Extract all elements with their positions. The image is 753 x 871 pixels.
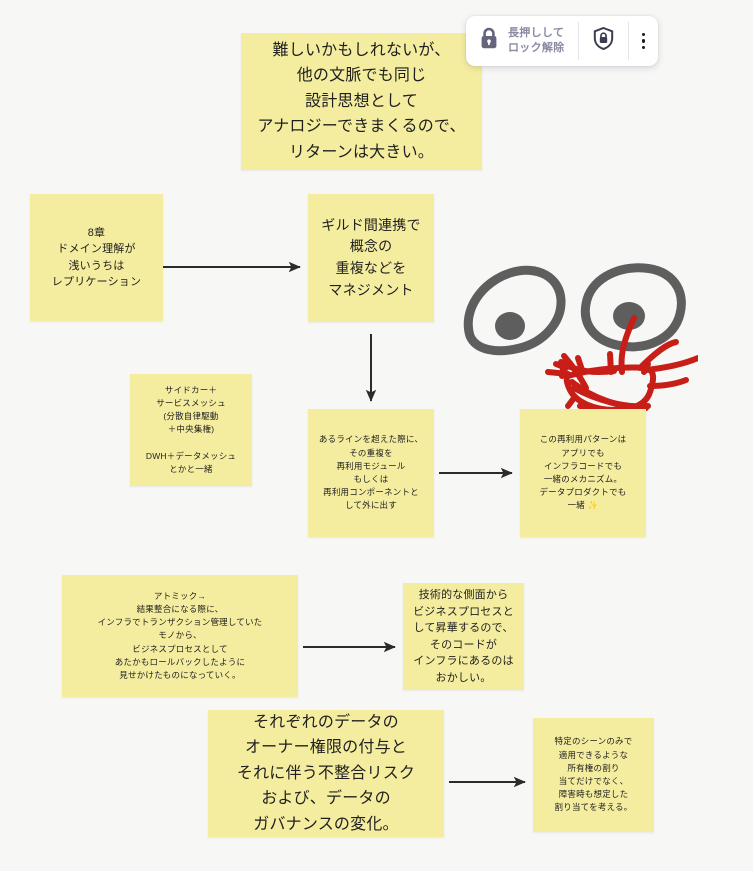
sticky-note-analogy[interactable]: 難しいかもしれないが、 他の文脈でも同じ 設計思想として アナロジーできまくるの… xyxy=(241,33,482,170)
right-pupil-icon xyxy=(613,302,645,330)
floating-toolbar: 長押しして ロック解除 xyxy=(466,16,658,66)
sticky-note-reuse-pattern[interactable]: この再利用パターンは アプリでも インフラコードでも 一緒のメカニズム。 データ… xyxy=(520,409,646,537)
sticky-note-sidecar[interactable]: サイドカー＋ サービスメッシュ (分散自律駆動 ＋中央集権) DWH＋データメッ… xyxy=(130,374,252,486)
sticky-note-atomic[interactable]: アトミック→ 結果整合になる際に、 インフラでトランザクション管理していた モノ… xyxy=(62,575,298,697)
kebab-dot-1 xyxy=(641,32,645,37)
more-options-button[interactable] xyxy=(629,16,659,66)
toolbar-divider-2 xyxy=(627,22,629,60)
sticky-note-technical-aspect[interactable]: 技術的な側面から ビジネスプロセスと して昇華するので、 そのコードが インフラ… xyxy=(403,583,524,690)
red-mouth-scribble xyxy=(545,315,701,417)
kebab-dot-2 xyxy=(641,39,645,43)
kebab-menu-icon xyxy=(641,32,645,50)
left-pupil-icon xyxy=(495,312,525,340)
sticky-note-chapter8[interactable]: 8章 ドメイン理解が 浅いうちは レプリケーション xyxy=(30,194,163,321)
padlock-icon xyxy=(479,27,499,55)
sticky-note-specific-scene[interactable]: 特定のシーンのみで 適用できるような 所有権の割り 当てだけでなく、 障害時も想… xyxy=(533,718,654,832)
left-eye-icon xyxy=(463,265,566,356)
sticky-note-reuse-module[interactable]: あるラインを超えた際に、 その重複を 再利用モジュール もしくは 再利用コンポー… xyxy=(308,409,434,537)
lock-board-button[interactable] xyxy=(579,16,628,66)
kebab-dot-3 xyxy=(641,45,645,50)
unlock-button[interactable]: 長押しして ロック解除 xyxy=(466,16,578,66)
unlock-label: 長押しして ロック解除 xyxy=(508,27,565,54)
shield-lock-icon xyxy=(592,26,615,56)
right-eye-icon xyxy=(580,263,686,352)
sticky-note-guild[interactable]: ギルド間連携で 概念の 重複などを マネジメント xyxy=(308,194,434,322)
toolbar-divider-1 xyxy=(577,22,579,60)
sticky-note-ownership[interactable]: それぞれのデータの オーナー権限の付与と それに伴う不整合リスク および、データ… xyxy=(208,710,444,837)
